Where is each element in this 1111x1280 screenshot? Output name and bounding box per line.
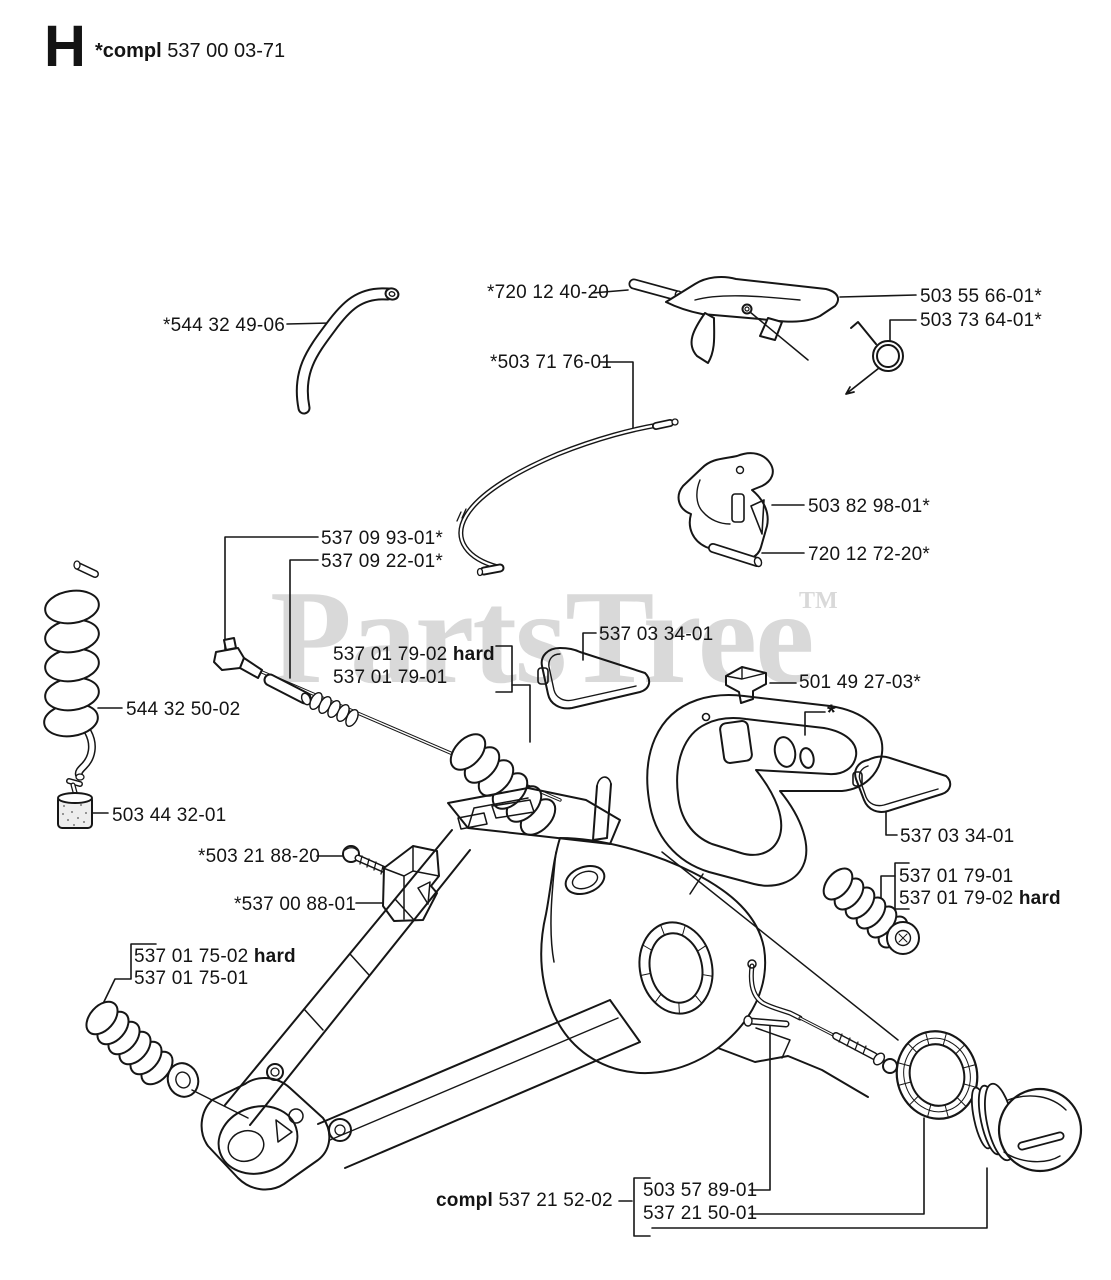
callout-damper-center: 537 01 79-01 — [333, 667, 448, 688]
clip-drawing — [725, 666, 767, 704]
callout-throttle-lockout: 503 82 98-01* — [808, 496, 930, 517]
callout-fuel-hose-coil: 544 32 50-02 — [126, 699, 241, 720]
fuel-hose-coil-drawing — [43, 560, 100, 781]
torsion-spring-drawing — [845, 321, 904, 395]
fuel-filter-drawing — [57, 778, 93, 829]
cover-left-drawing — [537, 647, 651, 710]
seal-ring-drawing — [895, 1030, 979, 1120]
assembly-header: *compl 537 00 03-71 — [95, 40, 285, 63]
left-damper-drawing — [85, 1000, 249, 1119]
callout-trigger-pin: *720 12 40-20 — [487, 282, 609, 303]
assembly-number: 537 00 03-71 — [167, 40, 286, 62]
callout-cable-bracket: *537 00 88-01 — [234, 894, 356, 915]
callout-asterisk-note: * — [827, 700, 836, 725]
callout-damper-center-hard: 537 01 79-02 hard — [333, 644, 495, 666]
throttle-lockout-drawing — [677, 452, 774, 561]
callout-lockout-pin: 720 12 72-20* — [808, 544, 930, 565]
center-spring-drawing — [449, 733, 557, 836]
fuel-cap-drawing — [970, 1082, 1083, 1173]
damper-center-hard-num: 537 01 79-02 — [333, 644, 448, 665]
callout-choke-rod-a: 537 09 93-01* — [321, 528, 443, 549]
watermark-text: PartsTree — [270, 563, 815, 711]
callout-damper-right-hard: 537 01 79-02 hard — [899, 888, 1061, 910]
damper-center-hard-tag: hard — [452, 644, 495, 665]
throttle-rod-drawing — [743, 959, 898, 1074]
damper-right-hard-num: 537 01 79-02 — [899, 888, 1014, 909]
callout-screw: *503 21 88-20 — [198, 846, 320, 867]
cover-right-drawing — [852, 755, 952, 813]
callout-seal-ring: 503 57 89-01 — [643, 1180, 758, 1201]
callout-damper-left-hard: 537 01 75-02 hard — [134, 946, 296, 968]
compl-number: 537 21 52-02 — [498, 1190, 613, 1211]
callout-damper-right: 537 01 79-01 — [899, 866, 1014, 887]
callout-cover-right: 537 03 34-01 — [900, 826, 1015, 847]
fuel-hose-drawing — [295, 287, 400, 415]
damper-left-hard-num: 537 01 75-02 — [134, 946, 249, 967]
callout-throttle-trigger: 503 55 66-01* — [920, 286, 1042, 307]
watermark-tm: TM — [799, 588, 838, 614]
throttle-trigger-drawing — [665, 275, 839, 364]
callout-damper-left: 537 01 75-01 — [134, 968, 249, 989]
tank-body-drawing — [200, 776, 899, 1191]
right-spring-drawing — [822, 867, 920, 955]
callout-cover-left: 537 03 34-01 — [599, 624, 714, 645]
lockout-pin-drawing — [708, 543, 763, 568]
damper-right-hard-tag: hard — [1018, 888, 1061, 909]
compl-prefix: compl — [436, 1190, 493, 1211]
section-letter: H — [44, 14, 86, 79]
rear-handle-drawing — [646, 694, 884, 887]
callout-choke-rod-b: 537 09 22-01* — [321, 551, 443, 572]
callout-fuel-filter: 503 44 32-01 — [112, 805, 227, 826]
throttle-cable-drawing — [456, 418, 679, 577]
callout-clip: 501 49 27-03* — [799, 672, 921, 693]
callout-torsion-spring: 503 73 64-01* — [920, 310, 1042, 331]
damper-left-hard-tag: hard — [253, 946, 296, 967]
callout-throttle-cable: *503 71 76-01 — [490, 352, 612, 373]
callout-fuel-hose: *544 32 49-06 — [163, 315, 285, 336]
callout-fuel-cap: 537 21 50-01 — [643, 1203, 758, 1224]
assembly-compl-prefix: *compl — [95, 40, 162, 62]
leader-lines — [87, 289, 988, 1237]
callout-compl: compl 537 21 52-02 — [436, 1190, 613, 1212]
